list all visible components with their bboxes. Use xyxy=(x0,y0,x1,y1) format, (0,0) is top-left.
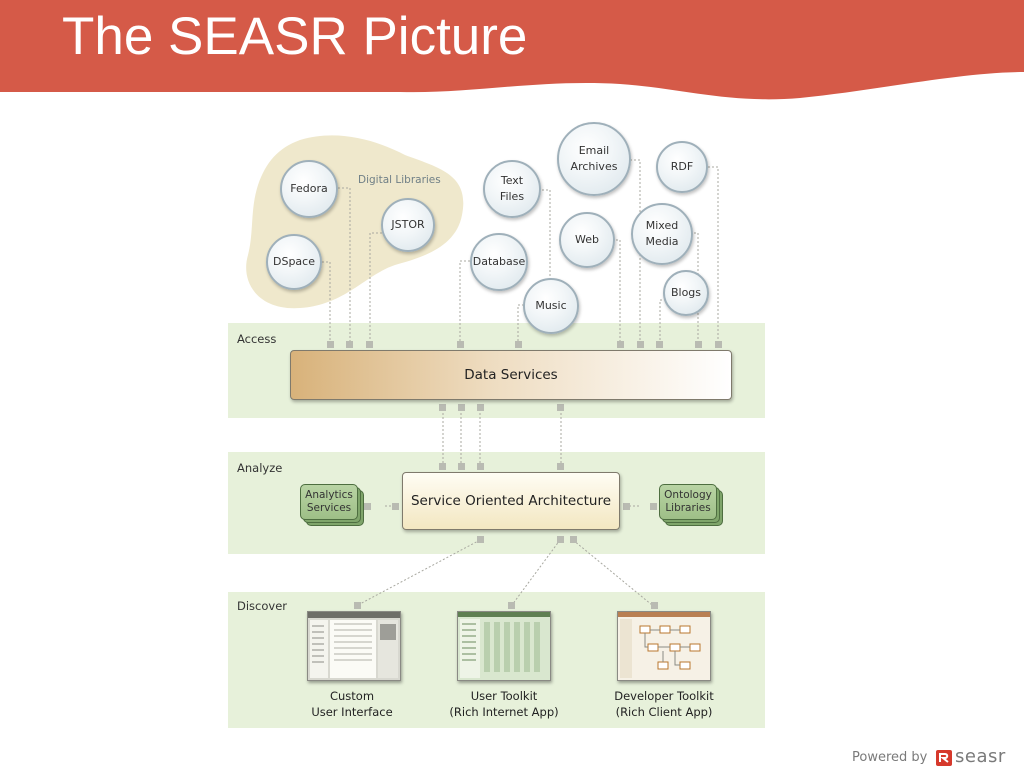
soa-box: Service Oriented Architecture xyxy=(402,472,620,530)
text-files-circle: Text Files xyxy=(483,160,541,218)
user-toolkit-caption: User Toolkit (Rich Internet App) xyxy=(449,689,559,719)
ontology-libraries-label: Ontology Libraries xyxy=(659,484,717,520)
title-banner xyxy=(0,0,1024,100)
powered-by-text: Powered by xyxy=(852,750,928,765)
jstor-label: JSTOR xyxy=(391,218,425,231)
music-label: Music xyxy=(535,299,567,312)
developer-toolkit-thumb-art xyxy=(618,612,710,680)
blogs-circle: Blogs xyxy=(663,270,709,316)
custom-ui-caption: Custom User Interface xyxy=(311,689,393,719)
text-files-label: Text Files xyxy=(499,174,525,203)
custom-ui-thumb-art xyxy=(308,612,400,678)
dotted-connectors xyxy=(318,159,719,606)
band-label-discover: Discover xyxy=(237,599,288,613)
banner-shape xyxy=(0,0,1024,100)
email-archives-label: Email Archives xyxy=(570,144,618,173)
rdf-circle: RDF xyxy=(656,141,708,193)
dspace-circle: DSpace xyxy=(266,234,322,290)
custom-ui-screenshot xyxy=(307,611,401,681)
user-toolkit-thumb-art xyxy=(458,612,550,680)
web-circle: Web xyxy=(559,212,615,268)
analytics-services-label: Analytics Services xyxy=(300,484,358,520)
data-services-box: Data Services xyxy=(290,350,732,400)
fedora-label: Fedora xyxy=(290,182,328,195)
slide-title: The SEASR Picture xyxy=(62,7,528,66)
connector-squares xyxy=(327,341,722,609)
band-label-analyze: Analyze xyxy=(237,461,283,475)
seasr-logo-icon xyxy=(936,750,952,766)
analytics-services-stack: Analytics Services xyxy=(300,484,364,526)
ontology-libraries-stack: Ontology Libraries xyxy=(659,484,723,526)
rdf-label: RDF xyxy=(670,160,694,173)
developer-toolkit-screenshot xyxy=(617,611,711,681)
mixed-media-label: Mixed Media xyxy=(645,219,679,248)
jstor-circle: JSTOR xyxy=(381,198,435,252)
band-label-access: Access xyxy=(237,332,277,346)
fedora-circle: Fedora xyxy=(280,160,338,218)
blogs-label: Blogs xyxy=(670,286,702,299)
dspace-label: DSpace xyxy=(273,255,315,268)
web-label: Web xyxy=(575,233,599,246)
user-toolkit-screenshot xyxy=(457,611,551,681)
developer-toolkit-caption: Developer Toolkit (Rich Client App) xyxy=(614,689,714,719)
seasr-logo-text: seasr xyxy=(955,746,1006,767)
music-circle: Music xyxy=(523,278,579,334)
digital-libraries-label: Digital Libraries xyxy=(358,174,441,186)
database-circle: Database xyxy=(470,233,528,291)
email-archives-circle: Email Archives xyxy=(557,122,631,196)
mixed-media-circle: Mixed Media xyxy=(631,203,693,265)
database-label: Database xyxy=(472,255,526,268)
